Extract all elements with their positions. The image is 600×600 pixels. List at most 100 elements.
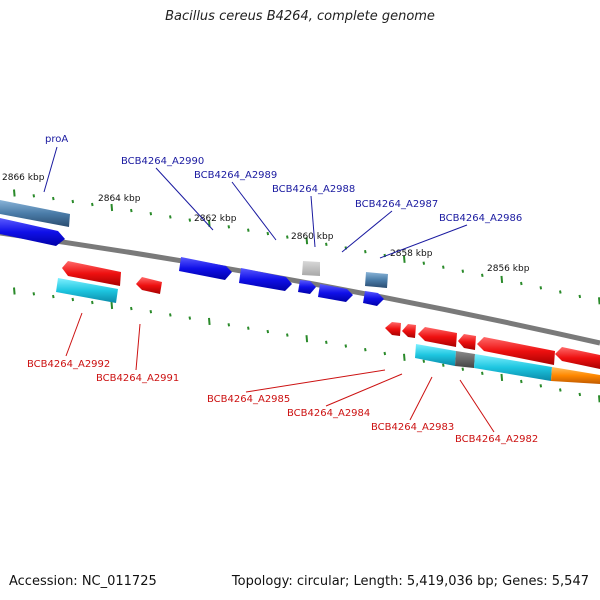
scale-ticks-inner (13, 287, 600, 403)
gene-red-small[interactable] (458, 334, 476, 350)
label-BCB4264_A2988[interactable]: BCB4264_A2988 (272, 184, 355, 195)
gene-proA[interactable] (0, 200, 70, 227)
callout-line-A2983 (409, 376, 433, 421)
accession-text: Accession: NC_011725 (9, 574, 157, 589)
scale-tick-minor (325, 242, 328, 246)
label-BCB4264_A2987[interactable]: BCB4264_A2987 (355, 199, 438, 210)
gene-BCB4264_A2991[interactable] (136, 277, 162, 294)
gene-BCB4264_A2987[interactable] (318, 284, 353, 302)
scale-tick-minor (364, 348, 367, 352)
scale-tick-minor (325, 340, 328, 344)
scale-tick-major (110, 301, 114, 310)
gene-BCB4264_A2988[interactable] (298, 280, 316, 294)
label-BCB4264_A2985[interactable]: BCB4264_A2985 (207, 394, 290, 405)
scale-tick-minor (247, 228, 250, 232)
scale-tick-minor (578, 294, 582, 299)
topology-text: Topology: circular; Length: 5,419,036 bp… (231, 574, 589, 589)
label-BCB4264_A2992[interactable]: BCB4264_A2992 (27, 359, 110, 370)
gene-BCB4264_A2992[interactable] (62, 261, 121, 286)
callout-line-A2990 (155, 167, 214, 231)
scale-tick-minor (578, 392, 582, 397)
scale-tick-minor (481, 273, 484, 277)
scale-tick-major (208, 317, 211, 325)
callout-line-A2984 (325, 373, 403, 407)
label-BCB4264_A2986[interactable]: BCB4264_A2986 (439, 213, 522, 224)
scale-tick-major (403, 255, 406, 263)
gene-BCB4264_A2983[interactable] (418, 327, 457, 347)
scale-label-2858: 2858 kbp (390, 249, 433, 259)
scale-tick-minor (71, 297, 75, 302)
scale-tick-minor (286, 333, 289, 337)
scale-tick-minor (52, 196, 55, 201)
scale-tick-major (13, 287, 16, 295)
callout-line-A2992 (65, 312, 83, 357)
feature-gray[interactable] (455, 351, 475, 368)
scale-tick-minor (539, 384, 543, 388)
scale-tick-minor (130, 208, 133, 213)
scale-tick-minor (52, 294, 55, 299)
callout-line-A2985 (245, 369, 386, 393)
scale-tick-minor (32, 292, 36, 296)
gene-BCB4264_A2982[interactable] (477, 337, 555, 365)
label-BCB4264_A2990[interactable]: BCB4264_A2990 (121, 156, 204, 167)
scale-tick-minor (266, 231, 270, 236)
label-proA[interactable]: proA (45, 134, 68, 145)
callout-line-proA (43, 146, 58, 193)
scale-tick-major (500, 373, 504, 381)
feature-BCB4264_A2992-cyan[interactable] (56, 278, 118, 303)
feature-orange[interactable] (551, 367, 600, 384)
gene-BCB4264_A2988-box[interactable] (302, 261, 320, 276)
label-BCB4264_A2982[interactable]: BCB4264_A2982 (455, 434, 538, 445)
scale-tick-minor (520, 281, 523, 286)
gene-BCB4264_A2984[interactable] (402, 324, 416, 338)
scale-tick-minor (442, 363, 445, 367)
scale-tick-minor (539, 286, 543, 290)
scale-tick-minor (149, 310, 153, 314)
scale-tick-minor (266, 329, 270, 334)
gene-BCB4264_A2989[interactable] (239, 268, 292, 291)
label-BCB4264_A2989[interactable]: BCB4264_A2989 (194, 170, 277, 181)
gene-BCB4264_A2990[interactable] (179, 257, 232, 280)
feature-cyan-right[interactable] (474, 354, 552, 381)
scale-label-2866: 2866 kbp (2, 173, 45, 183)
gene-red-right[interactable] (555, 347, 600, 369)
scale-tick-minor (91, 202, 94, 207)
scale-tick-minor (344, 344, 348, 348)
scale-tick-minor (383, 351, 387, 356)
callout-line-A2986 (379, 224, 468, 259)
label-BCB4264_A2983[interactable]: BCB4264_A2983 (371, 422, 454, 433)
scale-label-2864: 2864 kbp (98, 194, 141, 204)
gene-BCB4264_A2986[interactable] (363, 291, 384, 306)
label-BCB4264_A2984[interactable]: BCB4264_A2984 (287, 408, 370, 419)
scale-tick-minor (227, 225, 231, 229)
scale-tick-minor (188, 316, 192, 320)
scale-tick-major (13, 189, 16, 197)
scale-label-2860: 2860 kbp (291, 232, 334, 242)
scale-tick-minor (559, 388, 562, 392)
scale-tick-major (305, 335, 309, 343)
scale-tick-minor (422, 359, 426, 363)
gene-BCB4264_A2985[interactable] (385, 322, 401, 336)
scale-tick-major (403, 353, 406, 361)
scale-tick-minor (442, 265, 445, 269)
features-reverse (56, 261, 600, 384)
scale-tick-minor (247, 326, 250, 330)
scale-tick-minor (130, 306, 133, 311)
gene-BCB4264_A2986-box[interactable] (365, 272, 388, 288)
gene-blue-left[interactable] (0, 218, 65, 246)
scale-tick-minor (286, 235, 289, 239)
scale-tick-minor (481, 371, 484, 375)
callout-line-A2991 (135, 323, 141, 371)
scale-tick-major (305, 237, 309, 245)
scale-tick-minor (422, 261, 426, 265)
callout-line-A2982 (459, 379, 495, 433)
label-BCB4264_A2991[interactable]: BCB4264_A2991 (96, 373, 179, 384)
scale-label-2856: 2856 kbp (487, 264, 530, 274)
scale-label-2862: 2862 kbp (194, 214, 237, 224)
scale-tick-minor (188, 218, 192, 222)
scale-tick-minor (169, 313, 172, 317)
feature-cyan-left[interactable] (415, 344, 456, 366)
scale-tick-minor (461, 269, 465, 273)
scale-tick-minor (364, 250, 367, 254)
